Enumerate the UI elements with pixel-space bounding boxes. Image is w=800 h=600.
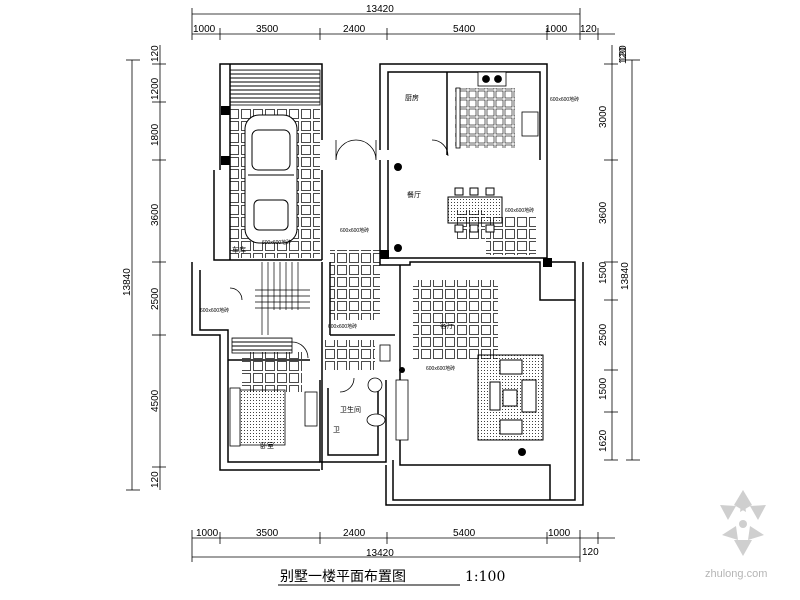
- room-label-kitchen-side: 厨房: [405, 93, 419, 102]
- material-note-5: 600x600地砖: [426, 365, 455, 372]
- top-dim-5: 1000: [545, 24, 568, 35]
- bathroom-fixtures: [366, 344, 409, 441]
- bedroom-furniture: [229, 337, 318, 447]
- car-symbol: [244, 114, 298, 244]
- right-dimensions: [604, 45, 640, 461]
- left-dim-1: 120: [150, 45, 161, 62]
- watermark-logo: [720, 490, 766, 556]
- bottom-dim-6: 120: [582, 547, 599, 558]
- bottom-dim-3: 2400: [343, 528, 366, 539]
- left-dim-4: 3600: [150, 203, 161, 226]
- material-note-4: 600x600地砖: [328, 323, 357, 330]
- left-dim-3: 1800: [150, 123, 161, 146]
- living-sofa-set: [477, 354, 544, 441]
- top-dim-6: 120: [580, 24, 597, 35]
- drawing-scale: 1:100: [465, 569, 505, 585]
- room-label-bedroom: 卧室: [260, 441, 274, 450]
- bottom-dim-1: 1000: [196, 528, 219, 539]
- kitchen-fixtures: [455, 71, 539, 149]
- right-dim-2: 3000: [598, 105, 609, 128]
- material-note-7: 600x600地砖: [550, 96, 579, 103]
- room-label-living: 客厅: [440, 321, 454, 330]
- room-label-garage: 车库: [232, 245, 246, 254]
- bottom-dim-5: 1000: [548, 528, 571, 539]
- right-dim-6: 1500: [598, 377, 609, 400]
- material-note-2: 600x600地砖: [505, 207, 534, 214]
- bottom-dimensions: [191, 530, 615, 562]
- walls: [191, 63, 584, 506]
- material-note-3: 600x600地砖: [200, 307, 229, 314]
- room-label-toilet: 卫: [333, 426, 340, 434]
- staircase: [255, 262, 310, 335]
- right-dim-7: 1620: [598, 429, 609, 452]
- material-note-1: 600x600地砖: [340, 227, 369, 234]
- bottom-dim-2: 3500: [256, 528, 279, 539]
- left-dim-5: 2500: [150, 287, 161, 310]
- room-label-dining: 餐厅: [407, 190, 421, 199]
- top-dim-4: 5400: [453, 24, 476, 35]
- top-dimensions: [191, 8, 615, 40]
- structural-columns: [221, 106, 552, 267]
- garage-entry-louver: [229, 69, 321, 106]
- plant-symbols: [394, 163, 526, 456]
- left-dim-2: 1200: [150, 77, 161, 100]
- top-dim-2: 3500: [256, 24, 279, 35]
- top-left-edge-dim: 120: [618, 45, 629, 62]
- doors: [229, 139, 449, 463]
- drawing-title: 别墅一楼平面布置图: [280, 569, 406, 585]
- right-dim-1: 120: [618, 47, 629, 64]
- right-dim-3: 3600: [598, 201, 609, 224]
- left-dim-7: 120: [150, 471, 161, 488]
- right-dim-5: 2500: [598, 323, 609, 346]
- right-total-dim: 13840: [620, 262, 631, 290]
- left-dim-6: 4500: [150, 389, 161, 412]
- bottom-total-dim: 13420: [366, 548, 394, 559]
- bottom-dim-4: 5400: [453, 528, 476, 539]
- left-dimensions: [126, 45, 166, 491]
- right-dim-4: 1500: [598, 261, 609, 284]
- watermark-text: zhulong.com: [705, 568, 767, 580]
- dining-table: [447, 187, 503, 233]
- material-note-6: 600x600地砖: [262, 239, 291, 246]
- top-dim-3: 2400: [343, 24, 366, 35]
- room-label-bathroom: 卫生间: [340, 405, 361, 414]
- top-dim-1: 1000: [193, 24, 216, 35]
- left-total-dim: 13840: [122, 268, 133, 296]
- top-total-dim: 13420: [366, 4, 394, 15]
